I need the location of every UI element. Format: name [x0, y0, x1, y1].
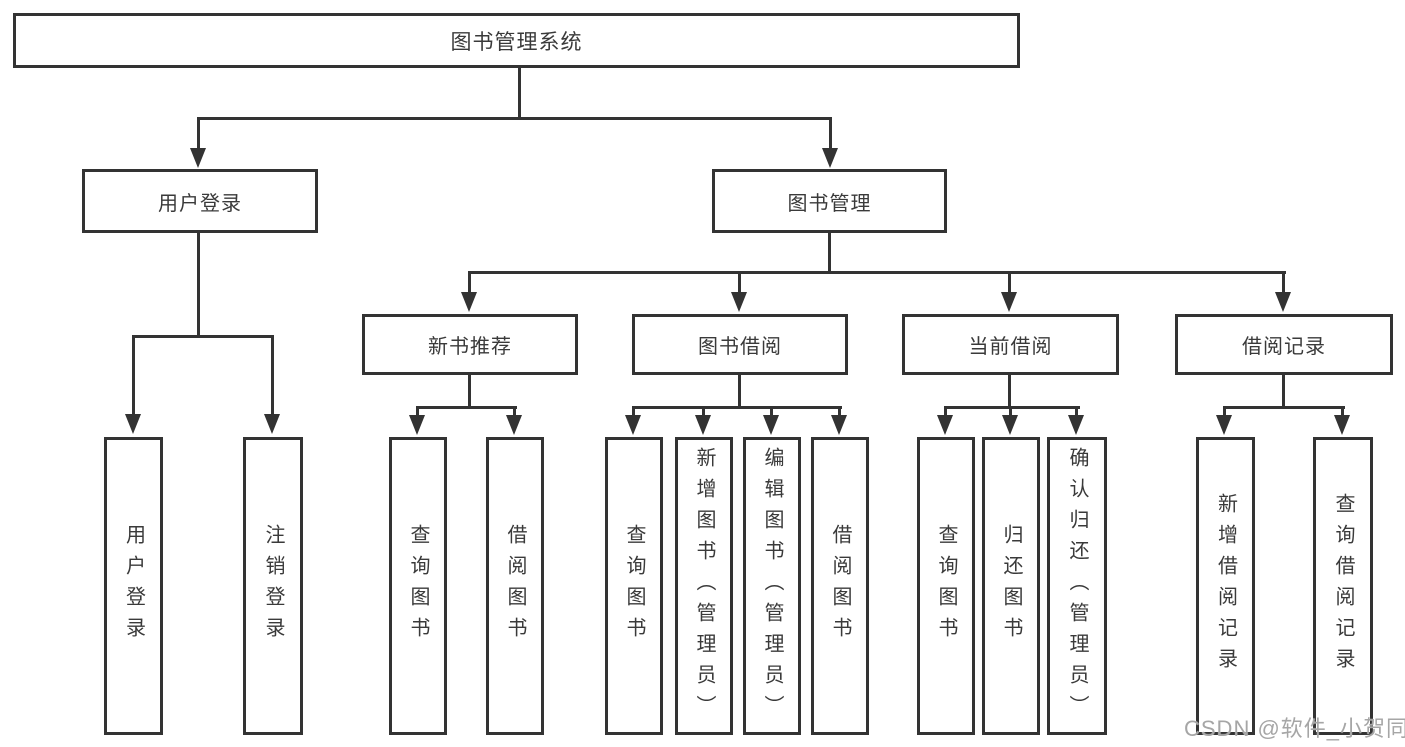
leaf-user-login: 用户登录 — [104, 437, 163, 735]
node-book-management: 图书管理 — [712, 169, 947, 233]
arrow-down-icon — [409, 415, 425, 435]
connector-line — [518, 68, 521, 118]
leaf-borrow-query: 查询图书 — [605, 437, 663, 735]
node-book-borrow: 图书借阅 — [632, 314, 848, 375]
connector-line — [416, 406, 517, 409]
connector-line — [632, 408, 635, 417]
arrow-down-icon — [461, 292, 477, 312]
arrow-down-icon — [937, 415, 953, 435]
leaf-user-logout-label: 注销登录 — [262, 524, 284, 648]
arrow-down-icon — [1002, 415, 1018, 435]
connector-line — [197, 118, 200, 149]
arrow-down-icon — [264, 414, 280, 434]
connector-line — [132, 337, 135, 416]
leaf-borrow-borrow: 借阅图书 — [811, 437, 869, 735]
leaf-record-query-label: 查询借阅记录 — [1332, 493, 1354, 679]
leaf-user-logout: 注销登录 — [243, 437, 303, 735]
connector-line — [416, 408, 419, 417]
connector-line — [702, 408, 705, 417]
leaf-current-return-label: 归还图书 — [1000, 524, 1022, 648]
connector-line — [1223, 408, 1226, 417]
connector-line — [829, 118, 832, 149]
arrow-down-icon — [190, 148, 206, 168]
arrow-down-icon — [695, 415, 711, 435]
connector-line — [468, 273, 471, 294]
leaf-user-login-label: 用户登录 — [122, 524, 145, 648]
connector-line — [828, 233, 831, 273]
node-root-label: 图书管理系统 — [450, 30, 583, 54]
leaf-current-confirm-admin-label: 确认归还（管理员） — [1066, 446, 1088, 726]
connector-line — [1009, 408, 1012, 417]
node-user-login-label: 用户登录 — [158, 192, 242, 215]
connector-line — [738, 375, 741, 408]
connector-line — [197, 233, 200, 337]
leaf-newbook-query-label: 查询图书 — [407, 524, 429, 648]
leaf-borrow-borrow-label: 借阅图书 — [829, 524, 851, 648]
arrow-down-icon — [1275, 292, 1291, 312]
connector-line — [132, 335, 274, 338]
leaf-borrow-edit-admin-label: 编辑图书（管理员） — [761, 446, 783, 726]
leaf-current-query: 查询图书 — [917, 437, 975, 735]
node-new-book-recommend-label: 新书推荐 — [428, 336, 512, 358]
connector-line — [838, 408, 841, 417]
connector-line — [738, 273, 741, 294]
node-current-borrow-label: 当前借阅 — [968, 336, 1053, 358]
leaf-newbook-borrow: 借阅图书 — [486, 437, 544, 735]
connector-line — [770, 408, 773, 417]
leaf-record-query: 查询借阅记录 — [1313, 437, 1373, 735]
watermark: CSDN @软件_小贺同学 — [1184, 716, 1405, 741]
node-book-management-label: 图书管理 — [787, 192, 872, 215]
arrow-down-icon — [831, 415, 847, 435]
connector-line — [944, 406, 1080, 409]
leaf-record-add-label: 新增借阅记录 — [1214, 493, 1237, 679]
node-book-borrow-label: 图书借阅 — [698, 336, 782, 358]
arrow-down-icon — [506, 415, 522, 435]
arrow-down-icon — [763, 415, 779, 435]
node-borrow-record-label: 借阅记录 — [1242, 336, 1326, 358]
connector-line — [1008, 273, 1011, 294]
connector-line — [1223, 406, 1345, 409]
connector-line — [468, 271, 1286, 274]
leaf-current-query-label: 查询图书 — [935, 524, 957, 648]
connector-line — [1075, 408, 1078, 417]
leaf-borrow-query-label: 查询图书 — [623, 524, 645, 648]
leaf-borrow-edit-admin: 编辑图书（管理员） — [743, 437, 801, 735]
node-borrow-record: 借阅记录 — [1175, 314, 1393, 375]
arrow-down-icon — [731, 292, 747, 312]
connector-line — [468, 375, 471, 408]
node-user-login: 用户登录 — [82, 169, 318, 233]
leaf-newbook-query: 查询图书 — [389, 437, 447, 735]
connector-line — [1282, 375, 1285, 408]
leaf-borrow-add-admin-label: 新增图书（管理员） — [693, 446, 715, 726]
connector-line — [513, 408, 516, 417]
connector-line — [944, 408, 947, 417]
connector-line — [1282, 273, 1285, 294]
arrow-down-icon — [1001, 292, 1017, 312]
arrow-down-icon — [125, 414, 141, 434]
connector-line — [271, 337, 274, 416]
arrow-down-icon — [822, 148, 838, 168]
connector-line — [197, 117, 832, 120]
node-root: 图书管理系统 — [13, 13, 1020, 68]
arrow-down-icon — [1334, 415, 1350, 435]
connector-line — [1341, 408, 1344, 417]
leaf-record-add: 新增借阅记录 — [1196, 437, 1255, 735]
arrow-down-icon — [625, 415, 641, 435]
arrow-down-icon — [1216, 415, 1232, 435]
node-current-borrow: 当前借阅 — [902, 314, 1119, 375]
connector-line — [632, 406, 842, 409]
arrow-down-icon — [1068, 415, 1084, 435]
connector-line — [1008, 375, 1011, 408]
leaf-current-confirm-admin: 确认归还（管理员） — [1047, 437, 1107, 735]
leaf-newbook-borrow-label: 借阅图书 — [504, 524, 526, 648]
node-new-book-recommend: 新书推荐 — [362, 314, 578, 375]
leaf-borrow-add-admin: 新增图书（管理员） — [675, 437, 733, 735]
leaf-current-return: 归还图书 — [982, 437, 1040, 735]
